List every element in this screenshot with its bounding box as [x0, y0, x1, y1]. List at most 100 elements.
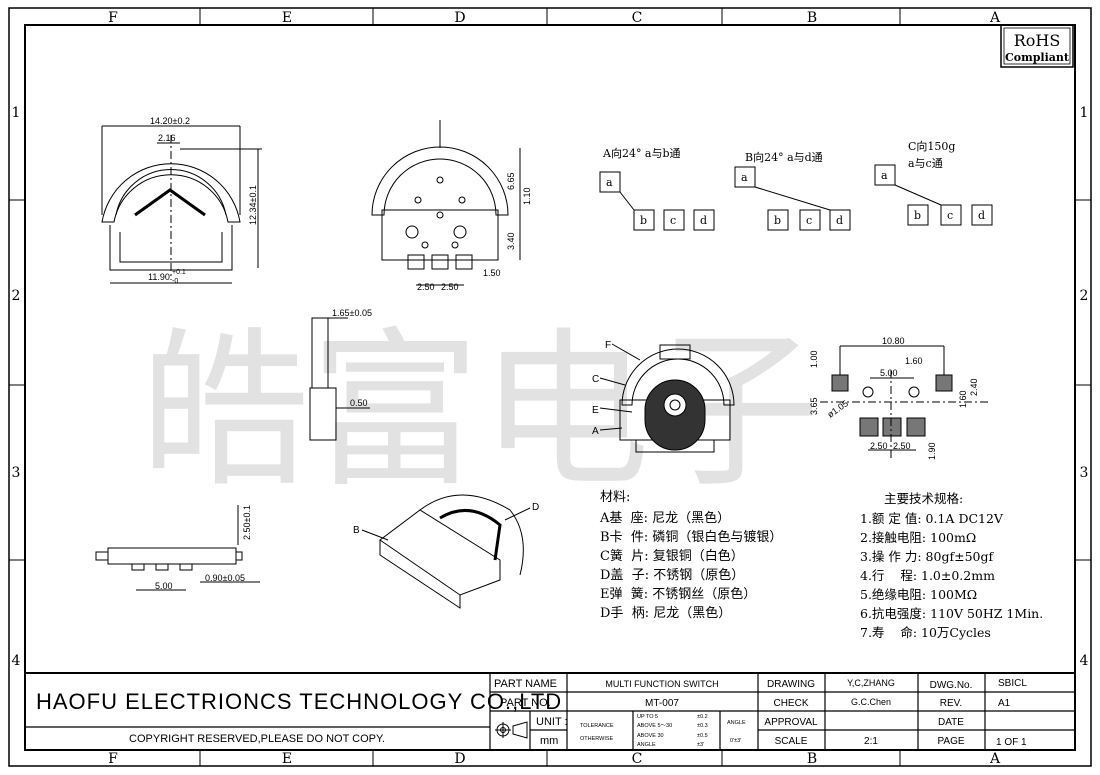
- watermark: 皓富电子: [140, 313, 820, 511]
- dims-back-h3: 3.40: [506, 232, 516, 250]
- projection-symbol-icon: [495, 721, 528, 739]
- specifications-list: 主要技术规格: 1.额 定 值: 0.1A DC12V 2.接触电阻: 100m…: [860, 491, 1043, 640]
- dims-bottom-h: 2.50±0.1: [242, 505, 252, 540]
- titleblock-date_label: DATE: [938, 717, 964, 728]
- dims-footprint-i: 2.50: [893, 441, 911, 451]
- dims-labels-D: D: [532, 502, 539, 513]
- rohs-subtitle: Compliant: [1005, 51, 1070, 64]
- frame-rows-2: 3: [12, 465, 21, 481]
- materials-list: 材料: A基 座: 尼龙（黑色） B卡 件: 磷铜（银白色与镀银） C簧 片: …: [599, 490, 782, 621]
- logic-2-contacts-1: b: [914, 209, 921, 222]
- titleblock-dwg_label: DWG.No.: [930, 680, 973, 691]
- drawn-by: Y,C,ZHANG: [847, 678, 895, 688]
- frame-rows-1: 2: [12, 288, 21, 304]
- back-view-dims: 6.65 1.10 3.40 2.50 2.50 1.50: [417, 172, 532, 292]
- titleblock-tolerance_label: TOLERANCE: [580, 723, 614, 729]
- titleblock-approval_label: APPROVAL: [764, 717, 818, 728]
- rohs-badge: RoHS Compliant: [1000, 24, 1074, 68]
- company-name: HAOFU ELECTRIONCS TECHNOLOGY CO.,LTD: [36, 689, 562, 714]
- dims-labels-B: B: [353, 525, 360, 536]
- materials-items-1: B卡 件: 磷铜（银白色与镀银）: [600, 529, 782, 545]
- copyright-notice: COPYRIGHT RESERVED,PLEASE DO NOT COPY.: [129, 733, 385, 745]
- scale: 2:1: [864, 736, 878, 747]
- side-view: [309, 317, 370, 441]
- titleblock-tol-5: ±0.5: [697, 733, 708, 739]
- specs-items-6: 7.寿 命: 10万Cycles: [860, 625, 991, 640]
- dims-back-p3: 1.50: [483, 268, 501, 278]
- frame-rows-3: 4: [12, 653, 21, 669]
- titleblock-drawing_label: DRAWING: [767, 679, 815, 690]
- title-block: HAOFU ELECTRIONCS TECHNOLOGY CO.,LTD COP…: [25, 672, 1075, 750]
- logic-diagram-3: C向150g a与c通 a b c d: [874, 139, 993, 226]
- frame-columns-5: A: [989, 10, 1001, 26]
- logic-1-contacts-1: b: [774, 214, 781, 227]
- dims-footprint-j: 1.90: [927, 442, 937, 460]
- titleblock-unit: mm: [540, 735, 558, 747]
- materials-title: 材料:: [600, 490, 630, 505]
- drawing-number: SBICL: [998, 678, 1027, 689]
- titleblock-tol-1: ±0.2: [697, 714, 708, 720]
- frame-rows-3: 4: [1080, 653, 1089, 669]
- dims-front-base: 11.90: [148, 272, 170, 282]
- dims-footprint-f: 2.40: [969, 378, 979, 396]
- page-number: 1 OF 1: [996, 737, 1027, 748]
- logic-diagram-2: B向24° a与d通 a b c d: [734, 150, 851, 231]
- titleblock-page_label: PAGE: [937, 736, 964, 747]
- checked-by: G.C.Chen: [851, 697, 891, 707]
- isometric-view-labels: B D: [353, 502, 539, 536]
- titleblock-part_name_label: PART NAME: [494, 678, 557, 690]
- isometric-view: [361, 494, 531, 609]
- titleblock-angle: 0'±3': [730, 738, 741, 744]
- dims-labels-A: A: [592, 426, 599, 437]
- dims-front-height: 12.34±0.1: [248, 185, 258, 225]
- logic-2-contacts-0: a: [881, 169, 888, 182]
- dims-labels-E: E: [592, 405, 599, 416]
- dims-footprint-a: 1.60: [905, 356, 923, 366]
- specs-items-5: 6.抗电强度: 110V 50HZ 1Min.: [860, 606, 1043, 621]
- logic-0-contacts-1: b: [640, 214, 647, 227]
- logic-1-contacts-0: a: [741, 171, 748, 184]
- rohs-title: RoHS: [1014, 31, 1061, 50]
- dims-footprint-c: 1.00: [809, 350, 819, 368]
- dims-front-base_tol_low: -0: [172, 278, 178, 285]
- dims-back-h1: 6.65: [506, 172, 516, 190]
- frame-columns-0: F: [108, 751, 118, 767]
- titleblock-tol-3: ±0.3: [697, 723, 708, 729]
- logic-2-caption-0: C向150g: [908, 139, 955, 153]
- logic-0-contacts-0: a: [606, 176, 613, 189]
- specs-title: 主要技术规格:: [884, 491, 963, 506]
- exploded-view: [599, 343, 735, 453]
- frame-rows-0: 1: [12, 105, 21, 121]
- dims-footprint-d: 3.65: [809, 397, 819, 415]
- titleblock-check_label: CHECK: [773, 698, 808, 709]
- frame-columns-0: F: [108, 10, 118, 26]
- part-number: MT-007: [645, 698, 679, 709]
- logic-0-caption-0: A向24° a与b通: [602, 146, 681, 160]
- dims-side-top: 1.65±0.05: [332, 308, 372, 318]
- frame-rows-0: 1: [1080, 105, 1089, 121]
- titleblock-tol-7: ±3': [697, 742, 704, 748]
- pcb-footprint-dims: 10.80 1.60 5.00 1.00 3.65 ø1.05 2.40 1.6…: [809, 336, 979, 460]
- dims-front-base_tol_up: +0.1: [172, 269, 186, 276]
- specs-items-3: 4.行 程: 1.0±0.2mm: [860, 568, 995, 583]
- side-view-dims: 1.65±0.05 0.50: [332, 308, 372, 408]
- dims-side-mid: 0.50: [350, 398, 368, 408]
- materials-items-3: D盖 子: 不锈钢（原色）: [600, 567, 744, 583]
- titleblock-scale_label: SCALE: [775, 736, 808, 747]
- front-view-dims: 14.20±0.2 2.16 12.34±0.1 11.90 +0.1 -0: [148, 116, 258, 285]
- specs-items-4: 5.绝缘电阻: 100MΩ: [860, 587, 977, 602]
- frame-columns-4: B: [807, 751, 817, 767]
- frame-columns-2: D: [454, 10, 465, 26]
- specs-items-0: 1.额 定 值: 0.1A DC12V: [860, 511, 1004, 526]
- specs-items-1: 2.接触电阻: 100mΩ: [860, 530, 976, 545]
- part-name: MULTI FUNCTION SWITCH: [605, 679, 718, 689]
- dims-bottom-w1: 0.90±0.05: [205, 573, 245, 583]
- frame-columns-5: A: [989, 751, 1001, 767]
- dims-back-h2: 1.10: [522, 187, 532, 205]
- titleblock-unit_label: UNIT :: [536, 716, 568, 728]
- dims-front-width: 14.20±0.2: [150, 116, 190, 126]
- titleblock-otherwise_label: OTHERWISE: [580, 736, 614, 742]
- dims-footprint-w: 10.80: [882, 336, 905, 346]
